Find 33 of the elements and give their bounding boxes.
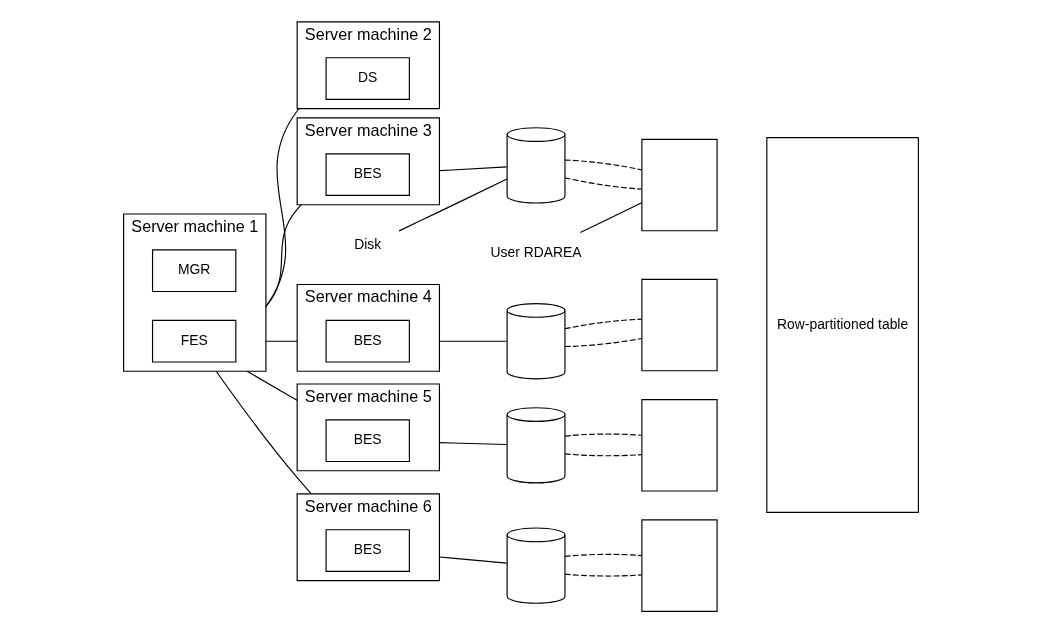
connector: [564, 318, 642, 330]
node-box: BES: [325, 153, 410, 197]
node-box: BES: [325, 419, 410, 463]
connector: [564, 573, 642, 577]
node-box: [641, 519, 718, 612]
node-box: [641, 399, 718, 492]
connector: [579, 202, 643, 233]
node-box: MGR: [151, 249, 237, 293]
node-box: DS: [325, 57, 410, 100]
connector: [438, 340, 508, 342]
node-box: BES: [325, 529, 410, 572]
node-box: FES: [151, 319, 237, 363]
connector: [265, 204, 303, 308]
connector: [564, 553, 642, 558]
node-text: User RDAREA: [490, 243, 582, 260]
connector: [564, 453, 642, 457]
connector: [564, 159, 642, 171]
node-box: Row-partitioned table: [766, 137, 919, 513]
connector: [265, 340, 298, 342]
connector: [215, 370, 312, 495]
connector: [438, 166, 508, 172]
connector: [564, 433, 642, 437]
connector: [246, 370, 298, 401]
node-text: Disk: [354, 235, 382, 252]
connector: [564, 177, 642, 190]
connector: [564, 337, 642, 348]
node-box: BES: [325, 319, 410, 363]
connector: [438, 556, 508, 564]
connector: [438, 442, 508, 446]
node-box: [641, 138, 718, 232]
node-box: [641, 278, 718, 372]
connector: [265, 108, 300, 308]
connector: [398, 178, 508, 232]
